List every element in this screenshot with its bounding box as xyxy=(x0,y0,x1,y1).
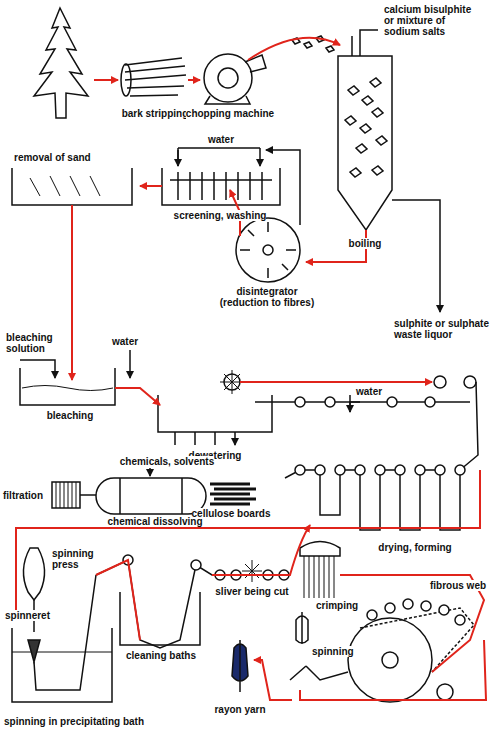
step-label: crimping xyxy=(316,600,376,611)
step-label: water xyxy=(196,134,246,145)
step-label: removal of sand xyxy=(14,152,124,163)
step-label: sulphite or sulphate waste liquor xyxy=(394,318,494,340)
step-label: water xyxy=(356,386,396,397)
step-label: spinning press xyxy=(52,548,102,570)
step-label: cleaning baths xyxy=(116,650,206,661)
step-label: boiling xyxy=(340,238,390,249)
step-label: drying, forming xyxy=(360,542,470,553)
step-label: chopping machine xyxy=(180,108,280,119)
step-label: bleaching xyxy=(30,410,110,421)
step-label: sliver being cut xyxy=(204,586,300,597)
step-label: disintegrator (reduction to fibres) xyxy=(212,286,322,308)
step-label: chemicals, solvents xyxy=(112,456,222,467)
step-label: spinneret xyxy=(5,610,61,621)
step-label: fibrous web xyxy=(420,580,496,591)
step-label: screening, washing xyxy=(160,210,280,221)
step-label: cellulose boards xyxy=(186,508,276,519)
step-label: spinning xyxy=(312,646,368,657)
step-label: rayon yarn xyxy=(200,704,280,715)
step-label: filtration xyxy=(3,490,51,501)
step-label: calcium bisulphite or mixture of sodium … xyxy=(384,4,480,37)
step-label: bleaching solution xyxy=(6,332,70,354)
step-label: water xyxy=(112,336,162,347)
step-label: spinning in precipitating bath xyxy=(4,716,174,727)
